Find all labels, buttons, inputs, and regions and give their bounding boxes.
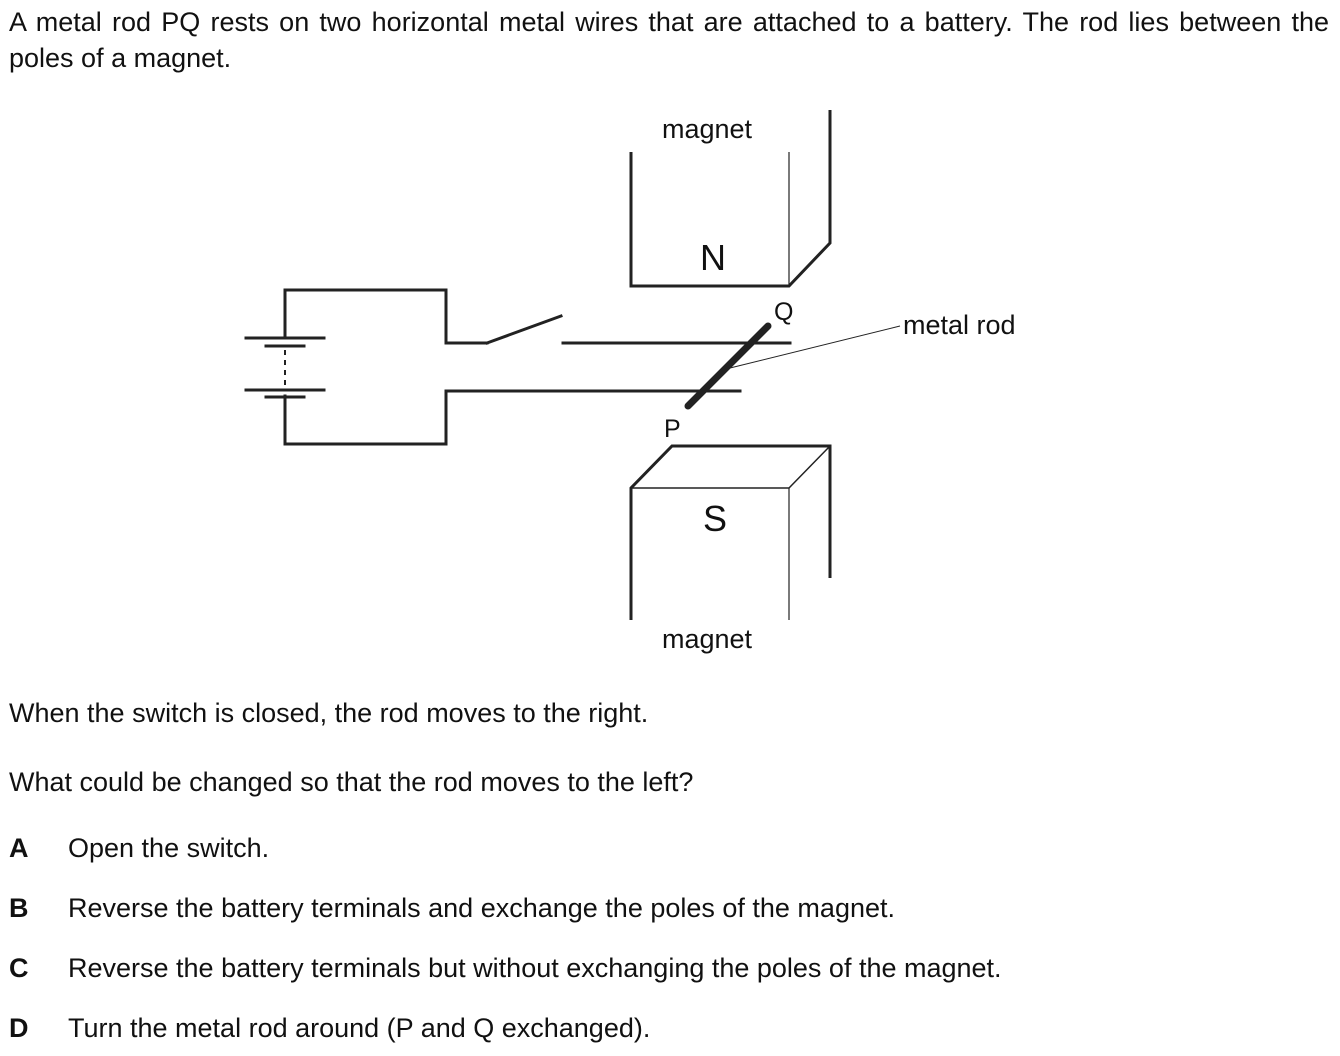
intro-paragraph: A metal rod PQ rests on two horizontal m… [9,7,1329,73]
p-label: P [664,415,681,443]
option-a-letter: A [9,833,29,863]
option-b-text: Reverse the battery terminals and exchan… [68,893,895,923]
metal-rod-leader-line [729,325,901,369]
south-pole-label: S [703,498,727,539]
magnet-bottom-label: magnet [662,624,753,654]
bottom-magnet [629,444,832,620]
north-pole-label: N [700,237,726,278]
battery-bottom-wire [283,389,742,446]
switch-lever [485,314,563,345]
battery-top-wire [283,288,489,345]
circuit-diagram: magnet N Q metal rod P S magnet [244,110,1016,654]
metal-rod [684,322,772,410]
option-c-letter: C [9,953,29,983]
option-d-text: Turn the metal rod around (P and Q excha… [68,1013,651,1043]
option-c-text: Reverse the battery terminals but withou… [68,953,1002,983]
q-label: Q [774,298,793,326]
option-b-letter: B [9,893,29,923]
statement-text: When the switch is closed, the rod moves… [9,698,649,728]
question-text: What could be changed so that the rod mo… [9,767,694,797]
option-a-text: Open the switch. [68,833,270,863]
metal-rod-label: metal rod [903,310,1016,340]
magnet-top-label: magnet [662,114,753,144]
top-magnet [629,110,832,288]
option-d-letter: D [9,1013,29,1043]
